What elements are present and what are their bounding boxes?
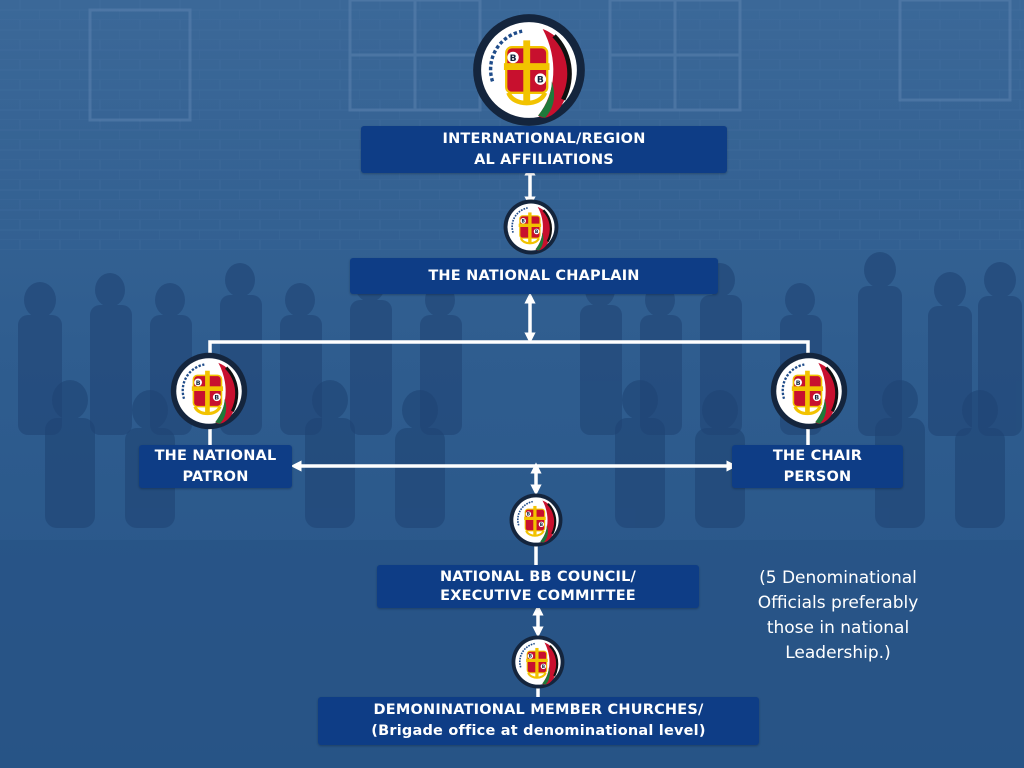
node-churches-line2: (Brigade office at denominational level) <box>371 723 706 739</box>
node-national-council: NATIONAL BB COUNCIL/ EXECUTIVE COMMITTEE <box>377 565 699 608</box>
node-member-churches: DEMONINATIONAL MEMBER CHURCHES/ (Brigade… <box>318 697 759 745</box>
node-council-line1: NATIONAL BB COUNCIL/ <box>439 568 637 585</box>
node-churches-line1: DEMONINATIONAL MEMBER CHURCHES/ <box>373 702 704 718</box>
note-line4: Leadership.) <box>785 643 891 663</box>
bb-kenya-logo-patron <box>170 352 248 430</box>
bb-kenya-logo-top <box>472 13 586 127</box>
node-international-affiliations: INTERNATIONAL/REGION AL AFFILIATIONS <box>361 126 727 173</box>
node-international-line1: INTERNATIONAL/REGION <box>442 130 646 147</box>
node-national-chaplain: THE NATIONAL CHAPLAIN <box>350 258 718 294</box>
bb-kenya-logo-chaplain <box>503 199 559 255</box>
node-national-patron: THE NATIONAL PATRON <box>139 445 292 488</box>
council-note: (5 Denominational Officials preferably t… <box>738 566 938 666</box>
bb-kenya-logo-council <box>509 493 563 547</box>
node-international-line2: AL AFFILIATIONS <box>474 151 614 168</box>
window-shapes <box>88 0 1012 122</box>
note-line1: (5 Denominational <box>759 568 917 588</box>
node-chaplain-label: THE NATIONAL CHAPLAIN <box>428 267 640 284</box>
node-chair-label: THE CHAIR PERSON <box>772 447 863 485</box>
note-line2: Officials preferably <box>757 593 919 613</box>
node-patron-line1: THE NATIONAL <box>154 447 277 464</box>
node-chair-person: THE CHAIR PERSON <box>732 445 903 488</box>
note-line3: those in national <box>766 618 910 638</box>
branch-line <box>208 340 810 360</box>
node-patron-line2: PATRON <box>182 468 249 485</box>
bb-kenya-logo-churches <box>511 635 565 689</box>
bb-kenya-logo-chair <box>770 352 848 430</box>
node-council-line2: EXECUTIVE COMMITTEE <box>440 587 636 604</box>
